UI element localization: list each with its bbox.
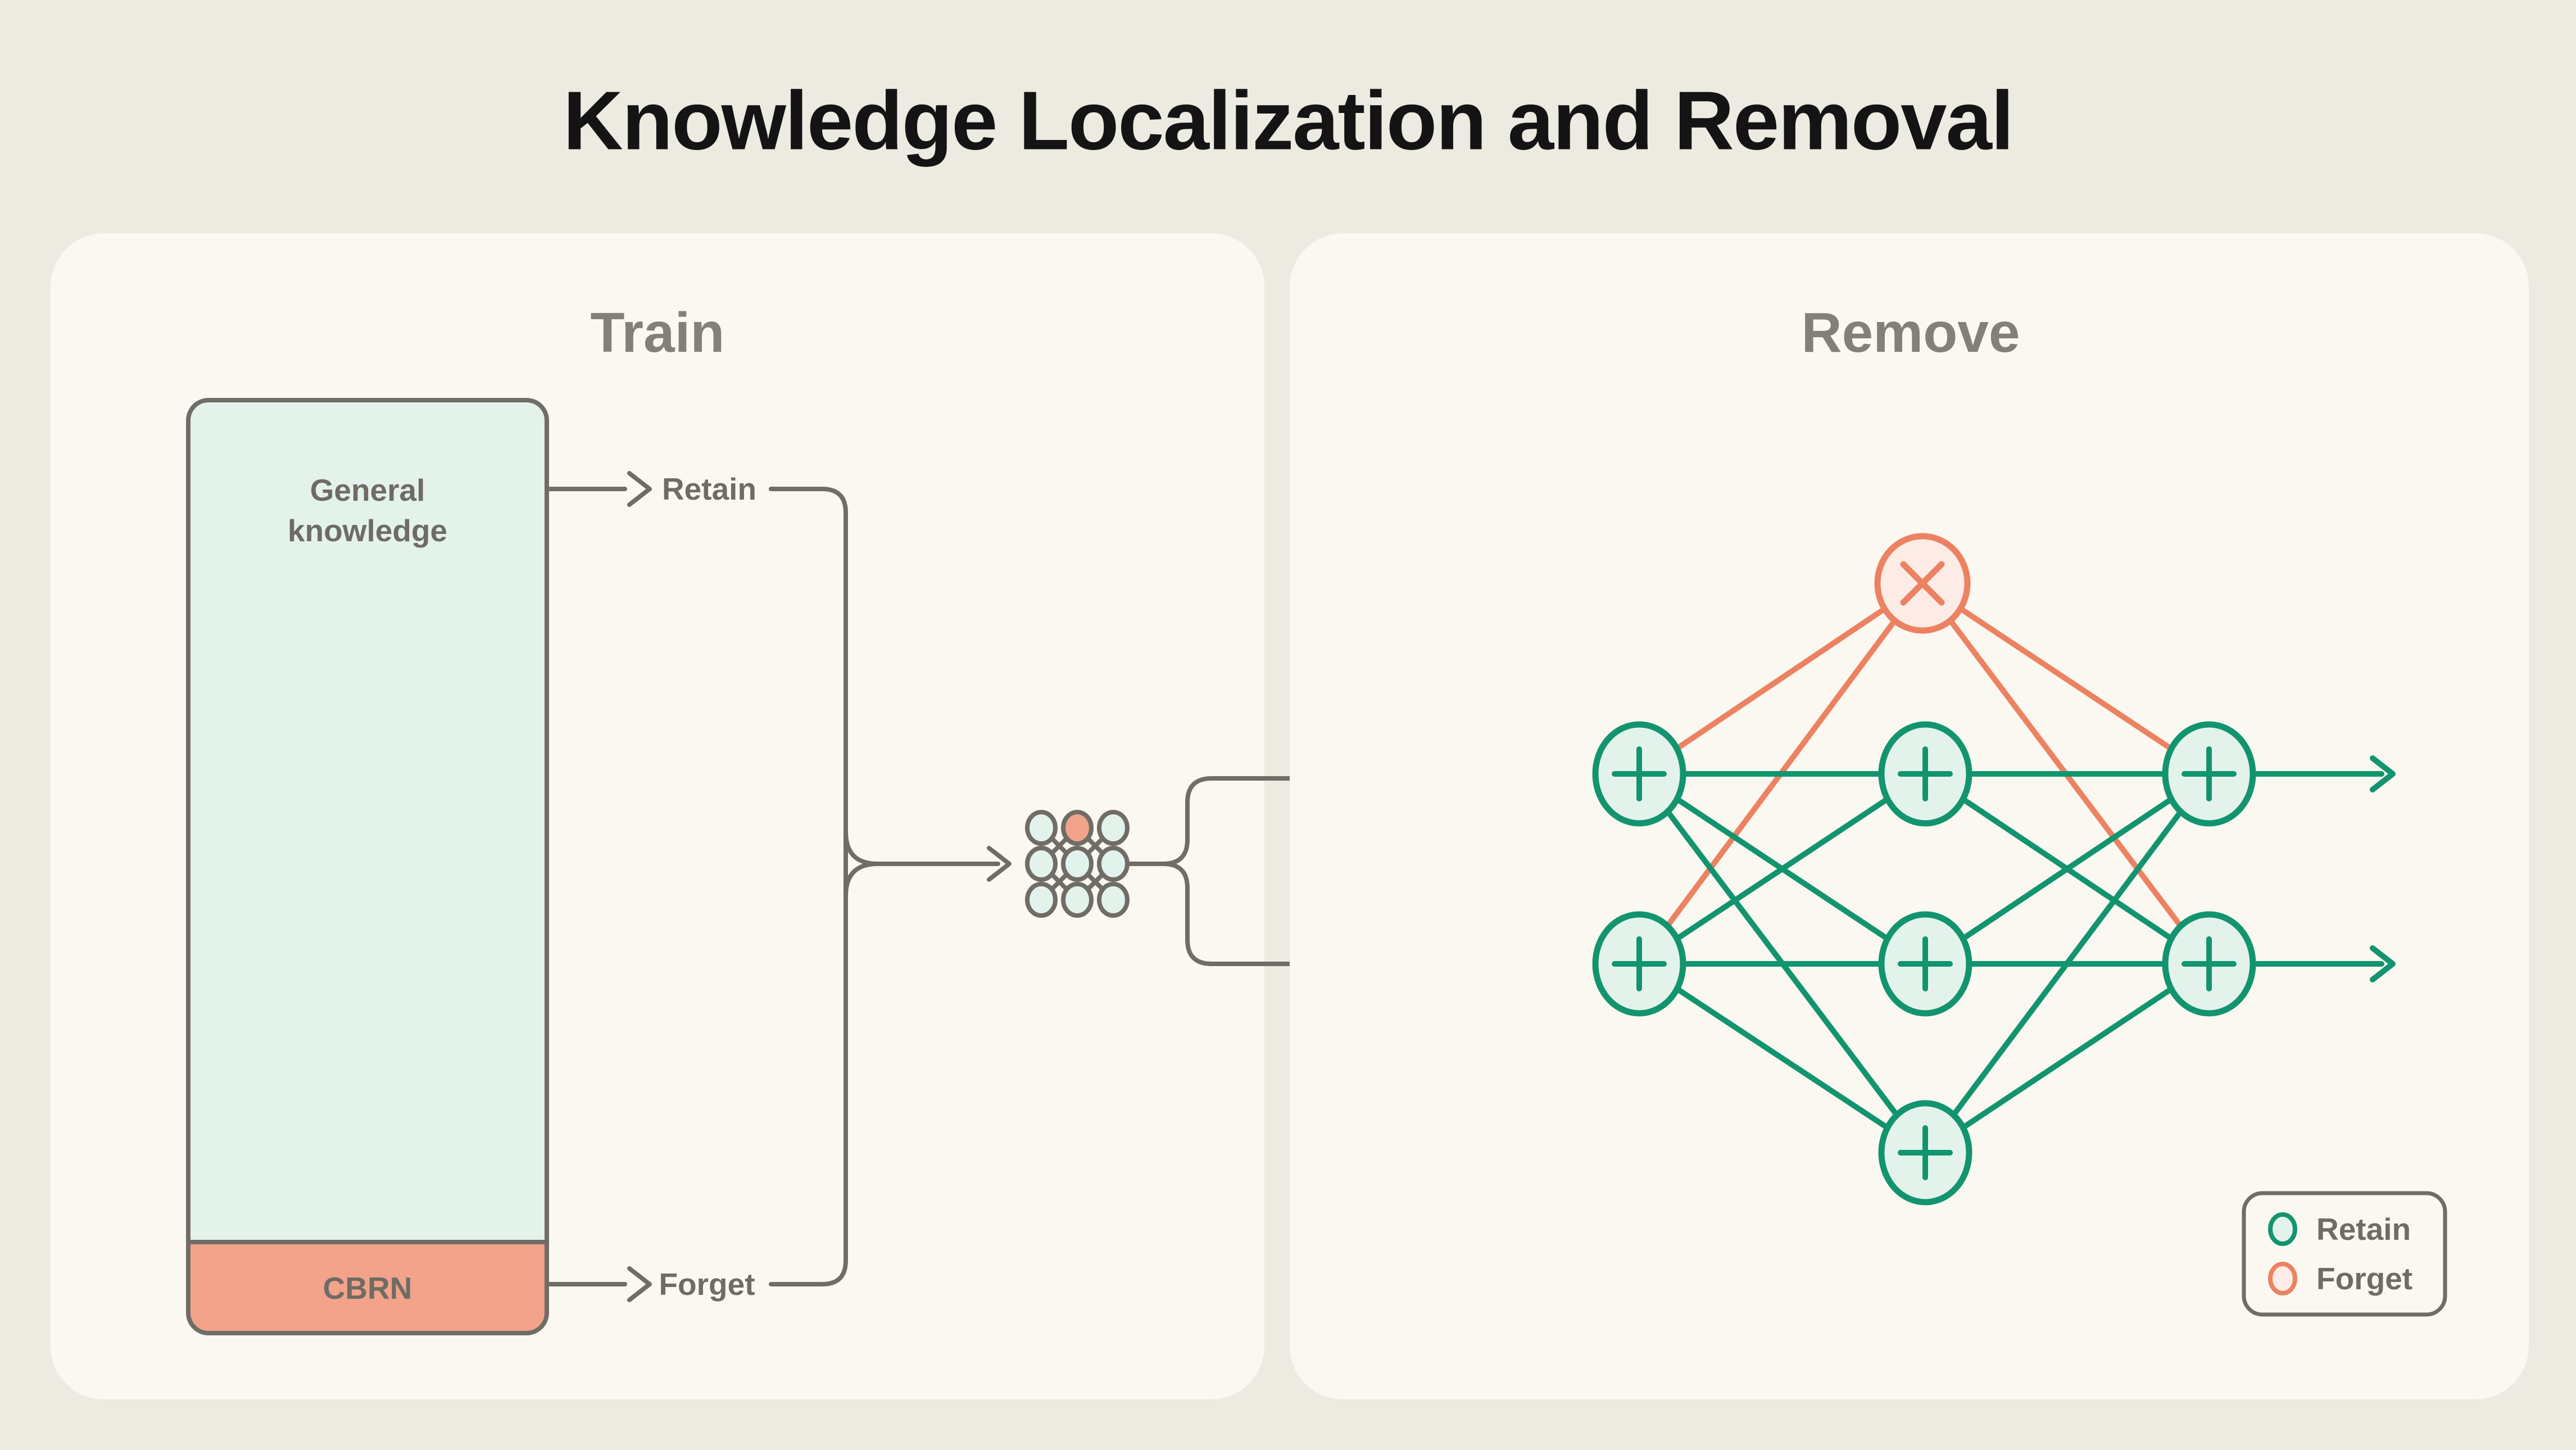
plus-icon — [1898, 1125, 1953, 1180]
cbrn-segment — [188, 1242, 547, 1333]
forget-node — [1874, 533, 1971, 634]
split-arrows — [547, 471, 1012, 1302]
remove-heading: Remove — [1801, 301, 2020, 364]
retain-node-hidden-2 — [1878, 911, 1972, 1017]
fork-lower-line — [1161, 862, 1569, 966]
general-knowledge-label-line1: General — [310, 473, 425, 508]
retain-edges — [1636, 755, 2396, 1156]
plus-icon — [2182, 746, 2237, 801]
legend-retain-swatch-icon — [2268, 1212, 2297, 1246]
weight-cell-forget — [1061, 810, 1094, 846]
weight-grid — [1025, 810, 1130, 918]
weight-cell — [1097, 882, 1130, 918]
retain-node-output-2 — [2162, 911, 2256, 1017]
page-title: Knowledge Localization and Removal — [563, 75, 2013, 167]
row2-out-arrowhead-icon — [2370, 945, 2396, 982]
remove-panel: Remove — [1290, 233, 2529, 1399]
forget-arrowhead-icon — [627, 1266, 652, 1302]
legend-forget-swatch-icon — [2268, 1262, 2297, 1295]
plus-icon — [2182, 936, 2237, 991]
general-knowledge-segment — [188, 400, 547, 1242]
retain-split-label: Retain — [662, 472, 756, 506]
weight-cell — [1061, 846, 1094, 882]
knowledge-block-outline — [186, 398, 549, 1335]
plus-icon — [1898, 746, 1953, 801]
plus-icon — [1898, 936, 1953, 991]
retain-node-input-1 — [1592, 721, 1686, 827]
retain-node-output-1 — [2162, 721, 2256, 827]
weight-cell — [1097, 846, 1130, 882]
retain-arrowhead-icon — [627, 471, 652, 507]
knowledge-block: General knowledge CBRN — [186, 398, 549, 1335]
train-heading: Train — [591, 301, 725, 364]
cross-icon — [1900, 561, 1945, 606]
legend-forget-label: Forget — [2316, 1261, 2412, 1296]
retain-nodes — [1592, 721, 2256, 1206]
merge-arrowhead-icon — [987, 846, 1012, 882]
weight-cell — [1025, 882, 1058, 918]
row1-out-arrowhead-icon — [2370, 755, 2396, 792]
retain-node-hidden-1 — [1878, 721, 1972, 827]
plus-icon — [1612, 936, 1667, 991]
cbrn-label: CBRN — [323, 1271, 412, 1306]
retain-node-input-2 — [1592, 911, 1686, 1017]
weight-cell — [1025, 810, 1058, 846]
legend-retain-label: Retain — [2316, 1212, 2411, 1247]
train-panel: Train General knowledge CBRN Retain Forg… — [51, 233, 1591, 1399]
legend: Retain Forget — [2242, 1191, 2447, 1317]
fork-upper-line — [1127, 776, 1569, 866]
plus-icon — [1612, 746, 1667, 801]
weight-cell — [1025, 846, 1058, 882]
merge-out-line — [843, 830, 1000, 898]
general-knowledge-label-line2: knowledge — [288, 513, 447, 548]
weight-cell — [1097, 810, 1130, 846]
retain-node-bottom — [1878, 1100, 1972, 1206]
forget-split-label: Forget — [659, 1267, 755, 1302]
weight-cell — [1061, 882, 1094, 918]
